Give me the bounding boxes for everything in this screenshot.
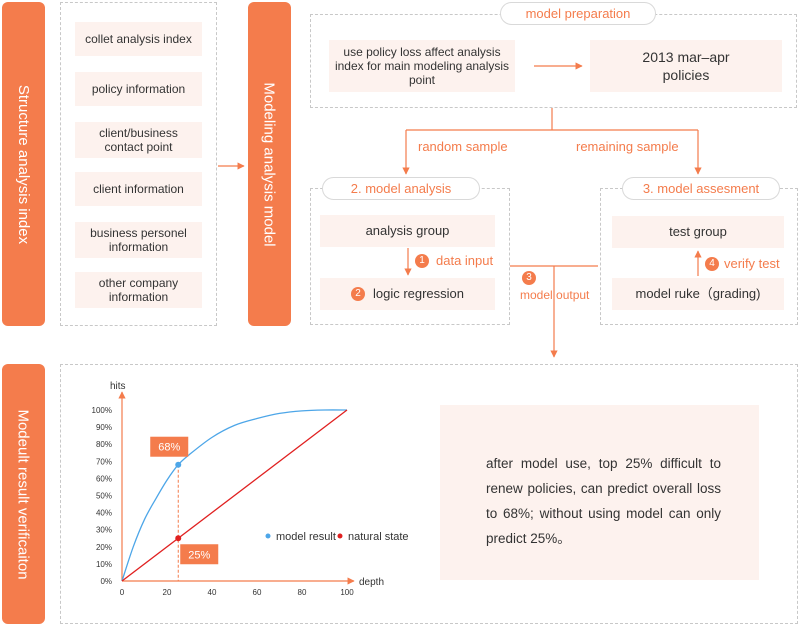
- model-output-label: model output: [520, 288, 590, 302]
- legend-label: model result: [276, 531, 336, 543]
- test-group-box: test group: [612, 216, 784, 248]
- result-verification-label: Modeult result verificaiton: [15, 408, 33, 580]
- index-item: client information: [75, 172, 202, 206]
- annotation-label: 25%: [188, 549, 210, 561]
- annotation-point: [175, 461, 182, 468]
- conclusion-text: after model use, top 25% difficult to re…: [486, 456, 721, 546]
- y-tick-label: 40%: [96, 509, 112, 518]
- step-number-3: 3: [522, 271, 536, 285]
- preparation-analysis-box: use policy loss affect analysis index fo…: [329, 40, 515, 92]
- verification-panel: [60, 364, 798, 624]
- x-tick-label: 60: [253, 588, 262, 597]
- x-tick-label: 0: [120, 588, 125, 597]
- index-list-panel: [60, 2, 217, 326]
- y-tick-label: 80%: [96, 440, 112, 449]
- y-tick-label: 10%: [96, 560, 112, 569]
- y-axis-label: hits: [110, 381, 126, 392]
- series-line-model-result: [121, 409, 348, 582]
- index-item: business personel information: [75, 222, 202, 258]
- verify-test-label: verify test: [724, 256, 780, 271]
- analysis-group-box: analysis group: [320, 215, 495, 247]
- index-item: client/business contact point: [75, 122, 202, 158]
- y-tick-label: 50%: [96, 492, 112, 501]
- remaining-sample-label: remaining sample: [576, 139, 679, 154]
- y-tick-label: 70%: [96, 457, 112, 466]
- logic-regression-label: logic regression: [372, 286, 465, 301]
- annotation-point: [175, 535, 182, 542]
- model-analysis-title: 2. model analysis: [322, 177, 480, 200]
- annotation-label-bg: [150, 436, 189, 457]
- preparation-title: model preparation: [500, 2, 656, 25]
- logic-regression-box: 2 logic regression: [320, 278, 495, 310]
- model-rule-box: model ruke（grading): [612, 278, 784, 310]
- legend-marker: [337, 533, 343, 539]
- y-tick-label: 100%: [92, 406, 112, 415]
- x-tick-label: 100: [340, 588, 354, 597]
- x-tick-label: 80: [298, 588, 307, 597]
- y-tick-label: 30%: [96, 526, 112, 535]
- y-tick-label: 60%: [96, 474, 112, 483]
- x-axis-label: depth: [359, 577, 384, 588]
- y-tick-label: 0%: [100, 577, 112, 586]
- index-item: collet analysis index: [75, 22, 202, 56]
- random-sample-label: random sample: [418, 139, 508, 154]
- preparation-policies-box: 2013 mar–apr policies: [590, 40, 782, 92]
- x-tick-label: 40: [208, 588, 217, 597]
- index-item: other company information: [75, 272, 202, 308]
- step-number-2: 2: [350, 287, 365, 301]
- legend-marker: [265, 533, 271, 539]
- structure-analysis-sidebar: Structure analysis index: [2, 2, 45, 326]
- y-tick-label: 20%: [96, 543, 112, 552]
- gain-chart: hits depth 0% 10% 20% 30% 40% 50% 60% 70% 80% 90%…: [92, 381, 409, 597]
- conclusion-box: after model use, top 25% difficult to re…: [440, 405, 759, 580]
- data-input-label: data input: [436, 253, 494, 268]
- index-item: policy information: [75, 72, 202, 106]
- legend-label: natural state: [348, 531, 409, 543]
- step-number-1: 1: [415, 254, 429, 268]
- modeling-analysis-sidebar: Modeling analysis model: [248, 2, 291, 326]
- series-line-natural-state: [121, 409, 348, 582]
- step-number-4: 4: [705, 257, 719, 271]
- annotation-label: 68%: [158, 442, 180, 454]
- model-assessment-title: 3. model assesment: [622, 177, 780, 200]
- annotation-label-bg: [180, 544, 219, 565]
- y-tick-label: 90%: [96, 423, 112, 432]
- result-verification-sidebar: Modeult result verificaiton: [2, 364, 45, 624]
- x-tick-label: 20: [163, 588, 172, 597]
